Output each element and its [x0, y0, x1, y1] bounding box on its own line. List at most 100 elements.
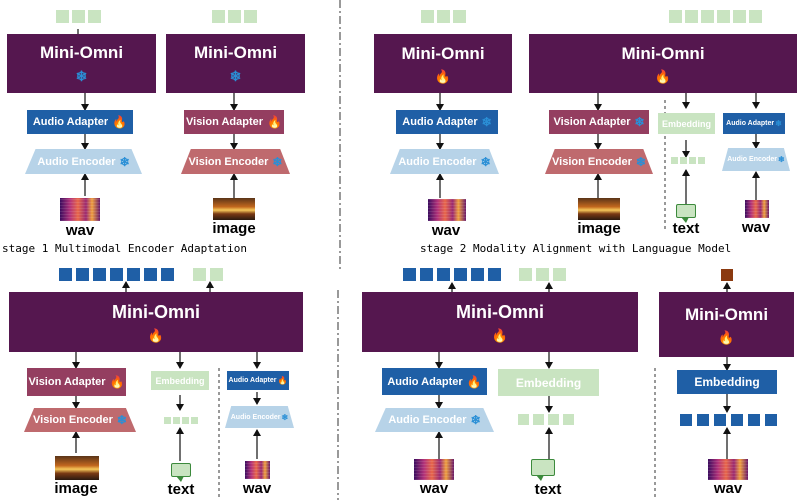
- output-token: [669, 10, 682, 23]
- output-token: [212, 10, 225, 23]
- input-token: [698, 157, 705, 164]
- fire-icon: 🔥: [112, 115, 128, 129]
- output-token: [144, 268, 157, 281]
- snowflake-icon: ❄: [778, 155, 785, 164]
- output-token: [488, 268, 501, 281]
- fire-icon: 🔥: [277, 376, 288, 385]
- output-token: [733, 10, 746, 23]
- output-token: [536, 268, 549, 281]
- vision-adapter-label: Vision Adapter: [553, 116, 631, 128]
- output-token: [210, 268, 223, 281]
- input-token: [548, 414, 559, 425]
- output-token: [161, 268, 174, 281]
- vision-encoder-label: Vision Encoder: [188, 155, 269, 168]
- wav-label: wav: [419, 480, 449, 497]
- audio-adapter-label: Audio Adapter: [726, 120, 775, 127]
- image-label: image: [212, 220, 256, 237]
- output-token: [420, 268, 433, 281]
- output-token: [127, 268, 140, 281]
- fire-icon: 🔥: [718, 329, 735, 345]
- vision-adapter-block: Vision Adapter 🔥: [184, 110, 284, 134]
- text-label: text: [672, 220, 700, 237]
- mini-omni-label: Mini-Omni: [456, 301, 544, 322]
- fire-icon: 🔥: [466, 374, 482, 389]
- snowflake-icon: ❄: [470, 413, 481, 427]
- text-bubble-icon: [676, 204, 696, 223]
- vision-adapter-label: Vision Adapter: [28, 376, 106, 388]
- input-token: [680, 414, 692, 426]
- embedding-label: Embedding: [694, 375, 760, 389]
- fire-icon: 🔥: [654, 68, 672, 84]
- mini-omni-block: Mini-Omni 🔥: [362, 292, 638, 352]
- audio-adapter-label: Audio Adapter: [402, 116, 478, 128]
- snowflake-icon: ❄: [281, 412, 289, 422]
- vision-encoder-label: Vision Encoder: [33, 414, 113, 426]
- vision-adapter-block: Vision Adapter ❄: [549, 110, 649, 134]
- image-label: image: [54, 480, 98, 497]
- text-label: text: [534, 481, 562, 498]
- audio-adapter-label: Audio Adapter: [387, 375, 463, 388]
- mini-omni-label: Mini-Omni: [684, 304, 769, 324]
- input-token: [518, 414, 529, 425]
- audio-encoder-block: Audio Encoder ❄: [722, 148, 790, 171]
- output-token: [59, 268, 72, 281]
- output-token: [749, 10, 762, 23]
- input-token: [731, 414, 743, 426]
- input-token: [173, 417, 180, 424]
- embedding-block: Embedding: [151, 371, 209, 390]
- mini-omni-label: Mini-Omni: [112, 301, 200, 322]
- output-token: [421, 10, 434, 23]
- audio-encoder-block: Audio Encoder ❄: [25, 149, 142, 174]
- output-token: [110, 268, 123, 281]
- embedding-label: Embedding: [662, 118, 711, 129]
- vision-adapter-label: Vision Adapter: [186, 116, 264, 128]
- output-token: [403, 268, 416, 281]
- audio-adapter-block: Audio Adapter ❄: [396, 110, 498, 134]
- text-bubble-icon: [171, 463, 191, 482]
- mini-omni-label: Mini-Omni: [193, 43, 278, 62]
- vision-encoder-block: Vision Encoder ❄: [181, 149, 290, 174]
- snowflake-icon: ❄: [775, 119, 782, 128]
- image-thumbnail: [213, 198, 255, 220]
- wav-spectrogram: [245, 461, 270, 479]
- embedding-label: Embedding: [155, 375, 205, 386]
- input-token: [748, 414, 760, 426]
- image-thumbnail: [55, 456, 99, 480]
- output-token: [93, 268, 106, 281]
- fire-icon: 🔥: [434, 68, 452, 84]
- input-token: [765, 414, 777, 426]
- output-token: [471, 268, 484, 281]
- audio-encoder-block: Audio Encoder ❄: [390, 149, 499, 174]
- audio-encoder-label: Audio Encoder: [388, 414, 467, 426]
- output-token: [553, 268, 566, 281]
- input-token: [533, 414, 544, 425]
- output-token: [721, 269, 733, 281]
- snowflake-icon: ❄: [481, 115, 492, 129]
- text-label: text: [167, 481, 195, 498]
- wav-label: wav: [741, 219, 771, 236]
- output-token: [519, 268, 532, 281]
- input-token: [680, 157, 687, 164]
- mini-omni-label: Mini-Omni: [39, 43, 124, 62]
- output-token: [437, 10, 450, 23]
- audio-adapter-block: Audio Adapter 🔥: [227, 371, 289, 390]
- input-token: [697, 414, 709, 426]
- fire-icon: 🔥: [109, 375, 125, 389]
- wav-label: wav: [65, 222, 95, 239]
- vision-encoder-block: Vision Encoder ❄: [545, 149, 653, 174]
- audio-encoder-label: Audio Encoder: [398, 155, 477, 168]
- mini-omni-block: Mini-Omni 🔥: [374, 34, 512, 93]
- audio-encoder-label: Audio Encoder: [230, 413, 281, 421]
- output-token: [56, 10, 69, 23]
- wav-label: wav: [431, 222, 461, 239]
- mini-omni-block: Mini-Omni 🔥: [529, 34, 797, 93]
- input-token: [671, 157, 678, 164]
- snowflake-icon: ❄: [119, 154, 130, 169]
- audio-encoder-label: Audio Encoder: [37, 155, 116, 168]
- snowflake-icon: ❄: [480, 154, 491, 169]
- embedding-block: Embedding: [498, 369, 599, 396]
- input-token: [191, 417, 198, 424]
- input-token: [182, 417, 189, 424]
